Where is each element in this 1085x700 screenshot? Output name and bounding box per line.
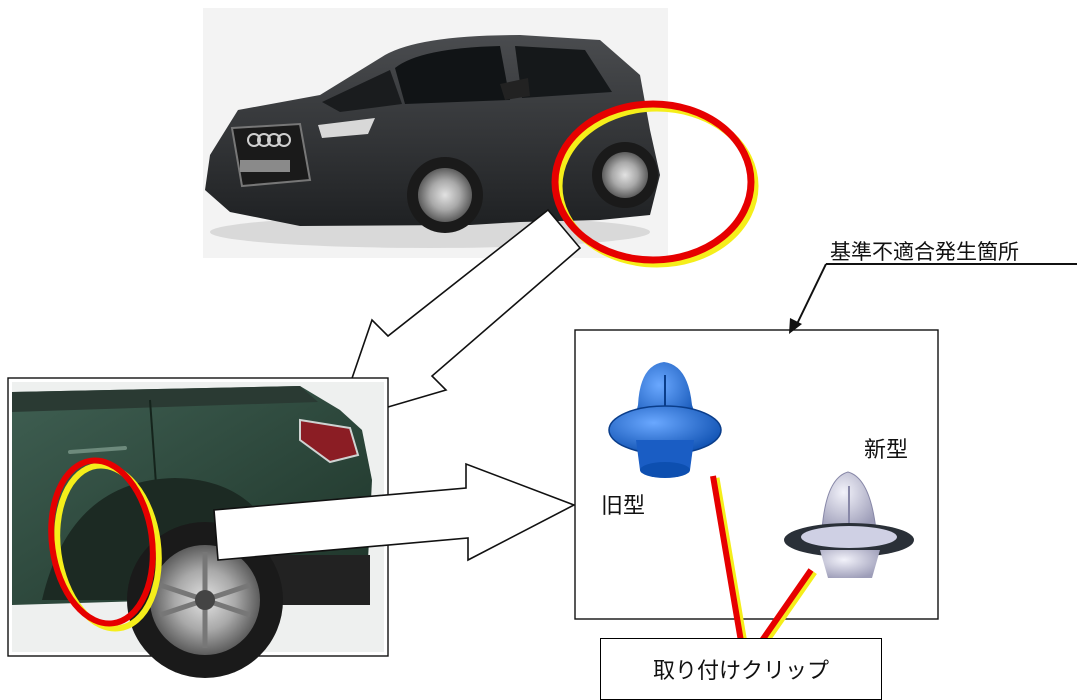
highlight-oval-bottom — [48, 457, 162, 632]
new-type-label: 新型 — [864, 438, 909, 463]
car-front-photo — [203, 8, 668, 258]
old-type-label: 旧型 — [601, 494, 646, 519]
clip-label-box: 取り付けクリップ — [600, 638, 882, 700]
leader-line — [789, 263, 1077, 334]
clip-detail-box — [574, 329, 939, 620]
new-clip-icon — [784, 471, 914, 578]
old-clip-icon — [608, 362, 722, 478]
zoom-arrow-down — [335, 208, 582, 424]
clip-label: 取り付けクリップ — [652, 659, 829, 684]
zoom-arrow-right — [213, 462, 576, 562]
highlight-circle-top — [551, 100, 759, 268]
location-label: 基準不適合発生箇所 — [830, 240, 1019, 264]
